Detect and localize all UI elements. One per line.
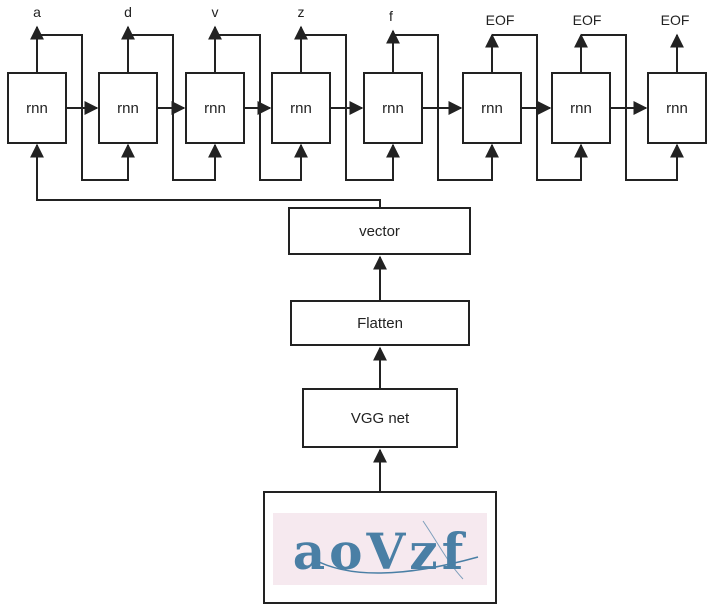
vector-to-rnn-connector (30, 143, 381, 207)
vgg-net-box: VGG net (302, 388, 458, 448)
rnn-cell-label: rnn (666, 99, 688, 117)
feedback-connector (393, 34, 499, 181)
rnn-cell-2: rnn (98, 72, 158, 144)
feedback-connector (301, 34, 400, 181)
captcha-image-frame: aoVzf (263, 491, 497, 604)
vgg-net-label: VGG net (350, 409, 410, 427)
flatten-box: Flatten (290, 300, 470, 346)
rnn-output-label-6: EOF (485, 12, 515, 28)
rnn-cell-label: rnn (26, 99, 48, 117)
captcha-text: aoVzf (293, 522, 467, 581)
rnn-output-label-3: v (211, 4, 219, 20)
captcha-noise-curve (312, 556, 479, 574)
rnn-cell-5: rnn (363, 72, 423, 144)
rnn-output-label-5: f (389, 8, 393, 24)
rnn-cell-label: rnn (290, 99, 312, 117)
rnn-cell-label: rnn (117, 99, 139, 117)
flatten-label: Flatten (357, 314, 403, 332)
feedback-connector (128, 34, 222, 181)
rnn-cell-6: rnn (462, 72, 522, 144)
feedback-connector (37, 34, 135, 181)
rnn-cell-1: rnn (7, 72, 67, 144)
rnn-cell-label: rnn (382, 99, 404, 117)
rnn-output-label-7: EOF (572, 12, 602, 28)
rnn-cell-3: rnn (185, 72, 245, 144)
rnn-output-label-4: z (297, 4, 305, 20)
feedback-connector (581, 34, 684, 181)
rnn-output-label-2: d (124, 4, 132, 20)
rnn-output-label-8: EOF (660, 12, 690, 28)
rnn-cell-label: rnn (204, 99, 226, 117)
rnn-cell-7: rnn (551, 72, 611, 144)
rnn-cell-label: rnn (570, 99, 592, 117)
rnn-cell-4: rnn (271, 72, 331, 144)
rnn-cell-label: rnn (481, 99, 503, 117)
rnn-cell-8: rnn (647, 72, 707, 144)
captcha-noise-curve (422, 520, 464, 580)
vector-label: vector (359, 222, 400, 240)
feedback-connector (492, 34, 588, 181)
vector-box: vector (288, 207, 471, 255)
captcha-image: aoVzf (273, 513, 487, 585)
feedback-connector (215, 34, 308, 181)
rnn-output-label-1: a (33, 4, 41, 20)
